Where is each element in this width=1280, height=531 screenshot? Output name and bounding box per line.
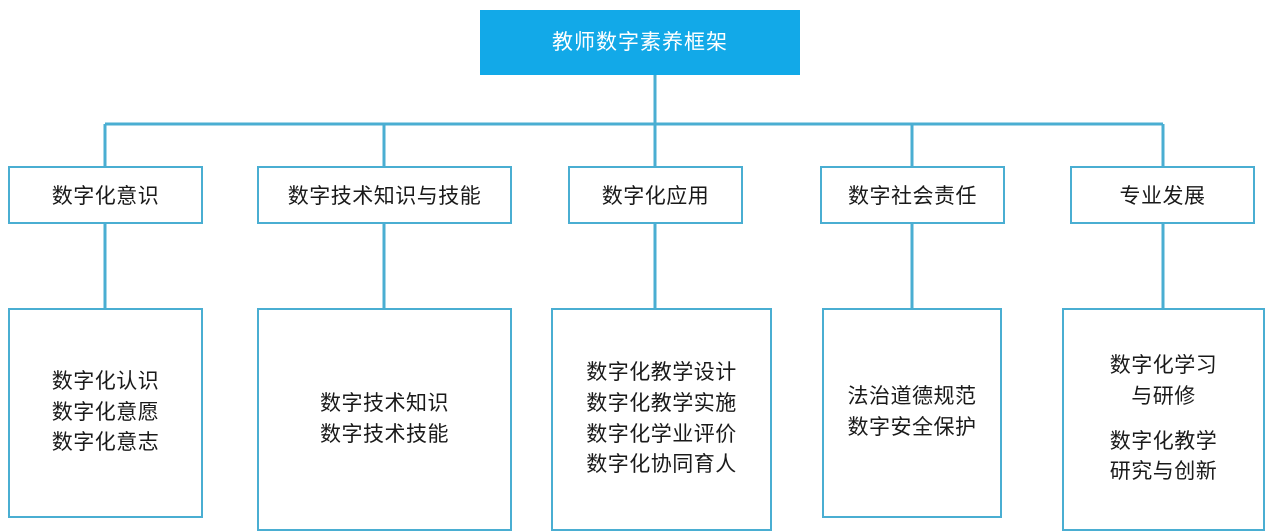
detail-line: 与研修 [1131,384,1196,408]
detail-node-3[interactable]: 数字化教学设计 数字化教学实施 数字化学业评价 数字化协同育人 [551,308,772,531]
detail-node-3-group-1: 数字化教学设计 数字化教学实施 数字化学业评价 数字化协同育人 [586,358,737,481]
detail-node-2-group-1: 数字技术知识 数字技术技能 [320,389,449,451]
detail-line: 数字化意愿 [51,400,160,424]
detail-node-4[interactable]: 法治道德规范 数字安全保护 [822,308,1002,518]
category-node-5-label: 专业发展 [1119,185,1206,208]
detail-node-5-group-2: 数字化教学 研究与创新 [1110,427,1218,489]
detail-node-5-group-1: 数字化学习 与研修 [1110,351,1218,413]
detail-line: 数字化教学设计 [586,360,737,384]
root-node-label: 教师数字素养框架 [552,30,728,54]
category-node-4[interactable]: 数字社会责任 [820,166,1005,224]
detail-line: 数字化认识 [51,369,160,393]
detail-line: 数字技术知识 [320,391,449,415]
root-node[interactable]: 教师数字素养框架 [480,10,800,75]
detail-line: 数字化协同育人 [586,453,737,477]
detail-node-2[interactable]: 数字技术知识 数字技术技能 [257,308,512,531]
detail-line: 数字化教学 [1109,429,1218,453]
detail-line: 数字化教学实施 [586,391,737,415]
category-node-1-label: 数字化意识 [51,185,160,208]
category-node-1[interactable]: 数字化意识 [8,166,203,224]
category-node-2[interactable]: 数字技术知识与技能 [257,166,512,224]
detail-line: 数字技术技能 [320,422,449,446]
category-node-5[interactable]: 专业发展 [1070,166,1255,224]
detail-line: 法治道德规范 [847,385,977,409]
detail-node-1[interactable]: 数字化认识 数字化意愿 数字化意志 [8,308,203,518]
detail-line: 数字化学习 [1109,353,1218,377]
detail-node-5[interactable]: 数字化学习 与研修 数字化教学 研究与创新 [1062,308,1265,531]
detail-line: 数字化学业评价 [586,422,737,446]
detail-line: 数字安全保护 [847,416,977,439]
detail-node-4-group-1: 法治道德规范 数字安全保护 [848,382,977,444]
detail-line: 研究与创新 [1109,460,1218,484]
category-node-4-label: 数字社会责任 [848,185,977,208]
category-node-2-label: 数字技术知识与技能 [287,185,482,208]
category-node-3[interactable]: 数字化应用 [568,166,743,224]
detail-line: 数字化意志 [51,431,160,455]
detail-node-1-group-1: 数字化认识 数字化意愿 数字化意志 [52,367,160,460]
category-node-3-label: 数字化应用 [601,185,710,208]
